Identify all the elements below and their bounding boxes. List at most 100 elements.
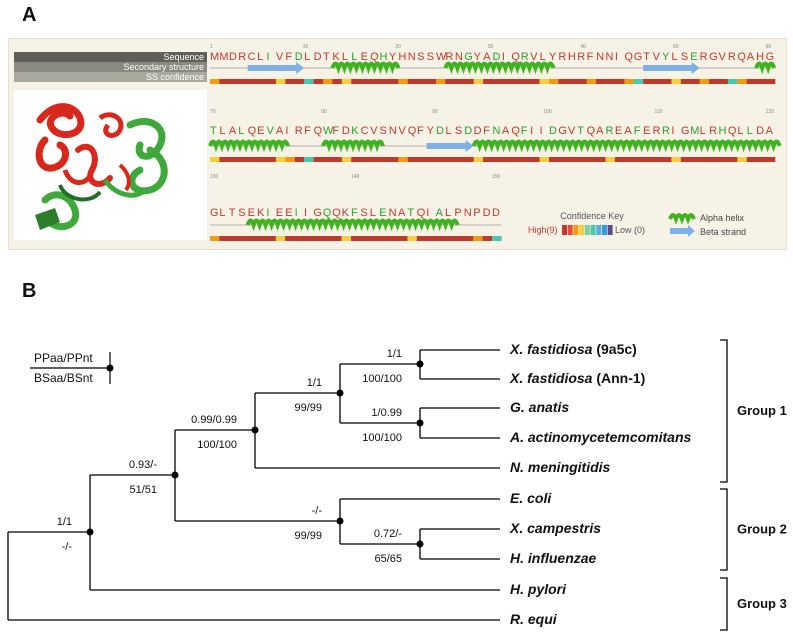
residue: D <box>549 125 557 137</box>
confidence-cell <box>238 236 248 241</box>
residue: K <box>257 207 265 219</box>
sequence-header-bar <box>14 52 207 62</box>
confidence-cell <box>633 79 644 84</box>
posterior-support-label: 0.72/- <box>374 528 402 540</box>
residue: L <box>342 51 348 63</box>
confidence-cell <box>549 157 559 162</box>
confidence-cell <box>313 157 324 162</box>
sequence-header: Sequence <box>163 52 204 62</box>
confidence-cell <box>360 157 371 162</box>
taxon-label: X. campestris <box>509 520 601 536</box>
confidence-cell <box>351 79 361 84</box>
residue: S <box>380 125 387 137</box>
residue: Q <box>408 125 417 137</box>
confidence-key-swatch <box>601 225 607 235</box>
residue: E <box>643 125 650 137</box>
ruler-tick-label: 30 <box>488 44 494 50</box>
ruler-tick-label: 120 <box>766 109 775 115</box>
tree-branches <box>7 349 500 621</box>
confidence-key-swatch <box>584 225 590 235</box>
residue: Q <box>314 125 323 137</box>
confidence-key-swatch <box>562 225 567 235</box>
residue: Q <box>332 207 341 219</box>
residue: E <box>379 207 386 219</box>
residue: I <box>530 125 533 137</box>
confidence-cell <box>662 79 672 84</box>
confidence-cell <box>473 236 483 241</box>
confidence-cell <box>567 157 578 162</box>
beta-strand-legend-icon <box>670 225 695 237</box>
residue: R <box>709 125 717 137</box>
residue: N <box>464 207 472 219</box>
confidence-cell <box>322 236 333 241</box>
confidence-cell <box>351 236 361 241</box>
residue: F <box>332 125 339 137</box>
residue: I <box>671 125 674 137</box>
residue: L <box>219 125 225 137</box>
confidence-cell <box>652 79 663 84</box>
residue: S <box>681 51 688 63</box>
confidence-cell <box>379 157 390 162</box>
residue: A <box>398 207 406 219</box>
confidence-cell <box>643 79 653 84</box>
residue: D <box>492 207 500 219</box>
residue: L <box>737 125 743 137</box>
confidence-cell <box>238 79 248 84</box>
residue: H <box>756 51 764 63</box>
confidence-cell <box>718 79 729 84</box>
confidence-cell <box>275 79 286 84</box>
residue: T <box>407 207 414 219</box>
confidence-cell <box>727 79 738 84</box>
bootstrap-support-label: 100/100 <box>362 373 402 385</box>
confidence-cell <box>275 236 286 241</box>
confidence-cell <box>351 157 361 162</box>
confidence-cell <box>332 79 343 84</box>
confidence-cell <box>398 157 409 162</box>
residue: A <box>747 51 755 63</box>
residue: Q <box>511 125 520 137</box>
confidence-cell <box>257 236 267 241</box>
residue: D <box>229 51 237 63</box>
residue: D <box>295 51 303 63</box>
residue: W <box>436 51 447 63</box>
ruler-tick-label: 130 <box>210 174 219 180</box>
confidence-cell <box>746 157 757 162</box>
posterior-support-label: 1/0.99 <box>371 407 402 419</box>
confidence-cell <box>436 157 446 162</box>
ruler-tick-label: 100 <box>543 109 552 115</box>
confidence-cell <box>520 157 531 162</box>
confidence-cell <box>709 157 719 162</box>
residue: F <box>285 51 292 63</box>
support-value-key: PPaa/PPnt BSaa/BSnt <box>30 351 114 385</box>
group-label: Group 2 <box>737 522 787 537</box>
residue: D <box>464 125 472 137</box>
confidence-key-swatch <box>567 225 573 235</box>
confidence-cell <box>266 79 277 84</box>
ruler-tick-label: 50 <box>673 44 679 50</box>
residue: D <box>493 51 501 63</box>
residue: R <box>577 51 585 63</box>
confidence-cell <box>652 157 663 162</box>
residue: V <box>398 125 406 137</box>
confidence-cell <box>765 157 776 162</box>
confidence-cell <box>445 236 455 241</box>
residue: E <box>615 125 622 137</box>
confidence-cell <box>407 79 418 84</box>
residue: F <box>634 125 641 137</box>
confidence-cell <box>266 236 277 241</box>
confidence-cell <box>520 79 531 84</box>
beta-strand-segment <box>643 62 700 74</box>
residue: V <box>568 125 576 137</box>
residue: D <box>436 125 444 137</box>
residue: I <box>540 125 543 137</box>
confidence-cell <box>662 157 672 162</box>
taxon-label: A. actinomycetemcomitans <box>509 429 691 445</box>
residue: I <box>304 207 307 219</box>
posterior-support-label: -/- <box>312 505 323 517</box>
confidence-cell <box>558 157 569 162</box>
residue: A <box>483 51 491 63</box>
ruler-tick-label: 80 <box>321 109 327 115</box>
confidence-cell <box>586 79 597 84</box>
residue: F <box>304 125 311 137</box>
residue: Q <box>323 207 332 219</box>
